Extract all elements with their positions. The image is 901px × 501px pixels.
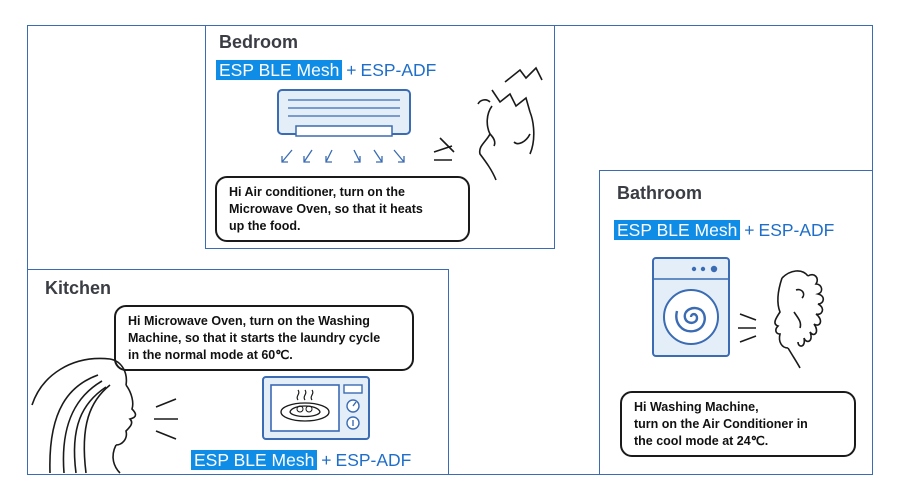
kitchen-speech-bubble: Hi Microwave Oven, turn on the Washing M… [114, 305, 414, 371]
bathroom-speech-bubble: Hi Washing Machine, turn on the Air Cond… [620, 391, 856, 457]
ble-mesh-label: ESP BLE Mesh [191, 450, 318, 470]
person-icon [433, 66, 543, 181]
esp-adf-label: ESP-ADF [360, 60, 437, 80]
bedroom-speech-bubble: Hi Air conditioner, turn on the Microwav… [215, 176, 470, 242]
bedroom-panel: Bedroom ESP BLE Mesh+ESP-ADF Hi Air cond… [205, 25, 555, 249]
ble-mesh-label: ESP BLE Mesh [614, 220, 741, 240]
esp-adf-label: ESP-ADF [335, 450, 412, 470]
air-conditioner-icon [277, 89, 411, 163]
microwave-oven-icon [262, 376, 370, 440]
kitchen-tech-label: ESP BLE Mesh+ESP-ADF [191, 450, 411, 471]
esp-adf-label: ESP-ADF [758, 220, 835, 240]
person-icon [31, 357, 178, 474]
bathroom-panel: Bathroom ESP BLE Mesh+ESP-ADF Hi Washing… [599, 170, 873, 475]
kitchen-panel: Kitchen Hi Microwave Oven, turn on the W… [27, 269, 449, 475]
ble-mesh-label: ESP BLE Mesh [216, 60, 343, 80]
washing-machine-icon [652, 257, 730, 357]
bathroom-title: Bathroom [617, 183, 702, 203]
bathroom-tech-label: ESP BLE Mesh+ESP-ADF [614, 220, 834, 241]
person-icon [738, 270, 825, 369]
bedroom-title: Bedroom [219, 32, 299, 52]
kitchen-title: Kitchen [45, 278, 112, 298]
bedroom-tech-label: ESP BLE Mesh+ESP-ADF [216, 60, 436, 81]
